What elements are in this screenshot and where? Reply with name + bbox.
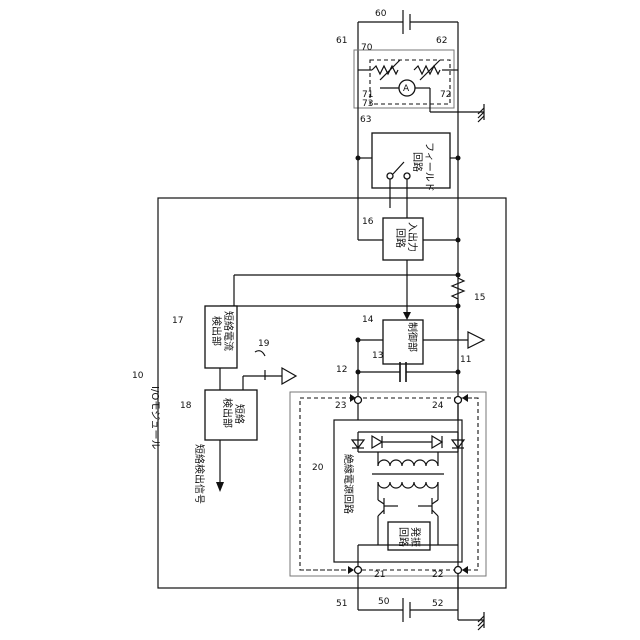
oscillator-label-1: 発振 — [409, 527, 422, 547]
label-61: 61 — [336, 36, 347, 46]
label-14: 14 — [362, 315, 374, 325]
label-51: 51 — [336, 599, 347, 609]
transformer-primary — [378, 482, 438, 488]
label-20: 20 — [312, 463, 324, 473]
label-15: 15 — [474, 293, 485, 303]
label-16: 16 — [362, 217, 374, 227]
io-circuit-label-1: 入出力 — [406, 222, 419, 252]
terminal-23 — [355, 397, 362, 404]
ground-symbol-11 — [468, 332, 484, 348]
isolated-power-label: 絶縁電源回路 — [342, 454, 355, 514]
label-62: 62 — [436, 36, 447, 46]
control-unit-label: 制御部 — [406, 322, 419, 352]
field-circuit-label-2: 回路 — [411, 152, 424, 172]
terminal-22 — [455, 567, 462, 574]
label-50: 50 — [378, 597, 390, 607]
label-63: 63 — [360, 115, 371, 125]
field-circuit-box — [372, 133, 450, 188]
label-60: 60 — [375, 9, 387, 19]
variable-resistor-71 — [372, 66, 398, 74]
terminal-24 — [455, 397, 462, 404]
terminal-21 — [355, 567, 362, 574]
ground-symbol-top — [478, 104, 484, 122]
label-22: 22 — [432, 570, 443, 580]
label-10: 10 — [132, 371, 144, 381]
label-12: 12 — [336, 365, 347, 375]
label-73: 73 — [362, 99, 373, 109]
ground-symbol-bottom — [458, 612, 484, 630]
leader-19 — [255, 351, 265, 356]
label-11: 11 — [460, 355, 471, 365]
arrow-to-control — [403, 312, 411, 320]
io-circuit-label-2: 回路 — [394, 228, 407, 248]
switch-contact-b — [404, 173, 410, 179]
field-circuit-label-1: フィールド — [423, 142, 434, 192]
ammeter-label: A — [403, 84, 410, 94]
label-13: 13 — [372, 351, 383, 361]
label-17: 17 — [172, 316, 183, 326]
short-detector-label-1: 短絡 — [233, 404, 246, 424]
module-title: I/Oモジュール — [149, 386, 160, 450]
short-current-label-1: 短絡電流 — [222, 311, 235, 351]
label-72: 72 — [440, 90, 451, 100]
short-signal-label: 短絡検出信号 — [193, 444, 206, 504]
label-52: 52 — [432, 599, 443, 609]
arrow-short-signal — [216, 482, 224, 492]
label-21: 21 — [374, 570, 385, 580]
label-24: 24 — [432, 401, 444, 411]
transformer-secondary — [378, 460, 438, 466]
switching-transistors — [378, 498, 438, 516]
label-70: 70 — [361, 43, 373, 53]
power-source-60 — [358, 10, 458, 60]
short-current-label-2: 検出部 — [210, 316, 223, 346]
reference-ground-19 — [282, 368, 296, 384]
oscillator-box — [388, 522, 430, 550]
label-18: 18 — [180, 401, 192, 411]
oscillator-label-2: 回路 — [397, 527, 410, 547]
label-19: 19 — [258, 339, 270, 349]
switch-contact-a — [387, 173, 393, 179]
short-detector-label-2: 検出部 — [221, 398, 234, 428]
label-23: 23 — [335, 401, 346, 411]
